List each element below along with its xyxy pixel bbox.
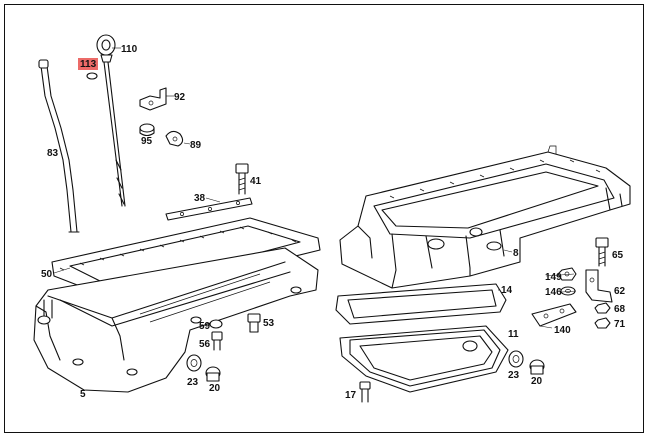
callout-146: 146 (545, 287, 562, 298)
bolt-65[interactable] (595, 237, 609, 267)
callout-110: 110 (121, 44, 138, 55)
oil-pan-lower-section[interactable] (33, 247, 319, 393)
seal-ring-23-right[interactable] (508, 350, 524, 368)
callout-23-right: 23 (508, 370, 520, 381)
dipstick-seal-ring[interactable] (78, 58, 98, 80)
highlight-marker (78, 58, 98, 70)
holder-140[interactable] (531, 303, 577, 327)
drain-plug-20-left[interactable] (205, 366, 221, 382)
lower-oil-pan-gasket[interactable] (335, 283, 507, 325)
callout-20-left: 20 (209, 383, 221, 394)
callout-113: 113 (80, 59, 97, 70)
callout-65: 65 (612, 250, 624, 261)
leader-lines (53, 47, 577, 329)
callout-53: 53 (263, 318, 275, 329)
callout-5: 5 (80, 389, 86, 400)
callout-89: 89 (190, 140, 202, 151)
callout-50: 50 (41, 269, 53, 280)
callout-20-right: 20 (531, 376, 543, 387)
oil-dipstick[interactable] (96, 34, 126, 207)
callout-59: 59 (199, 321, 211, 332)
callout-17: 17 (345, 390, 357, 401)
plug-59[interactable] (209, 319, 223, 329)
drain-plug-20-right[interactable] (529, 359, 545, 375)
bracket-62[interactable] (585, 269, 613, 303)
bolt-41[interactable] (235, 163, 249, 195)
callout-149: 149 (545, 272, 562, 283)
callout-11: 11 (508, 329, 519, 340)
callout-labels: 110 113 92 95 89 83 41 38 50 8 65 149 62… (41, 44, 626, 401)
callout-92: 92 (174, 92, 186, 103)
oil-sump-lower-pan[interactable] (339, 325, 509, 393)
bush-95[interactable] (139, 123, 155, 137)
nut-68[interactable] (594, 302, 611, 314)
callout-140: 140 (554, 325, 571, 336)
callout-41: 41 (250, 176, 262, 187)
callout-14: 14 (501, 285, 513, 296)
callout-68: 68 (614, 304, 626, 315)
plug-53[interactable] (247, 313, 261, 333)
seal-ring-23-left[interactable] (186, 354, 202, 372)
callout-71: 71 (614, 319, 626, 330)
oil-pan-upper-section[interactable] (339, 145, 631, 289)
gasket-strip-38[interactable] (165, 197, 253, 221)
nut-71[interactable] (594, 317, 611, 329)
callout-23-left: 23 (187, 377, 199, 388)
plug-56[interactable] (211, 331, 223, 351)
callout-95: 95 (141, 136, 153, 147)
callout-62: 62 (614, 286, 626, 297)
bracket-92[interactable] (139, 87, 167, 111)
callout-8: 8 (513, 248, 519, 259)
bolt-17[interactable] (359, 381, 371, 403)
nut-149[interactable] (557, 267, 577, 281)
dipstick-guide-tube[interactable] (38, 59, 80, 233)
callout-83: 83 (47, 148, 59, 159)
callout-38: 38 (194, 193, 206, 204)
clip-89[interactable] (165, 130, 184, 147)
callout-56: 56 (199, 339, 211, 350)
